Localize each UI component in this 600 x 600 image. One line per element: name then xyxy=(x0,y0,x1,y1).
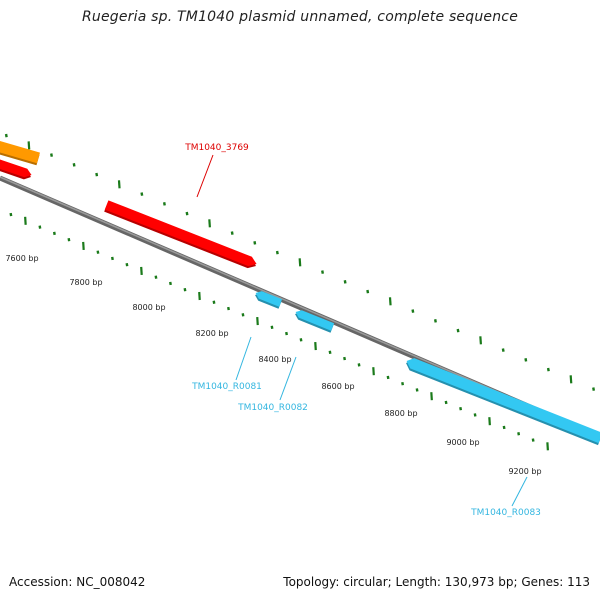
inner-tick xyxy=(241,313,245,317)
tick-label: 9000 bp xyxy=(446,438,479,447)
outer-tick xyxy=(162,202,166,206)
inner-tick xyxy=(270,325,274,330)
gene-label-leader xyxy=(279,356,297,401)
outer-tick xyxy=(569,375,573,384)
outer-tick xyxy=(72,163,76,167)
inner-tick xyxy=(357,363,361,367)
inner-tick xyxy=(386,375,390,380)
inner-tick xyxy=(517,432,521,436)
inner-tick xyxy=(154,275,158,279)
inner-tick xyxy=(343,356,346,361)
gene-label[interactable]: TM1040_R0081 xyxy=(191,382,262,392)
inner-tick xyxy=(473,413,477,417)
outer-tick xyxy=(27,141,31,150)
outer-tick xyxy=(117,180,121,189)
gene-label-leader xyxy=(196,154,214,198)
inner-tick xyxy=(52,231,56,236)
accession-text: Accession: NC_008042 xyxy=(9,575,146,589)
outer-tick xyxy=(343,280,347,284)
outer-tick xyxy=(546,367,550,372)
gene-label-leader xyxy=(235,336,252,381)
outer-tick xyxy=(524,358,528,362)
tick-label: 8400 bp xyxy=(258,355,291,364)
outer-tick-track xyxy=(4,133,596,391)
tick-label-track: 7600 bp 7800 bp 8000 bp 8200 bp 8400 bp 8600 … xyxy=(5,254,541,476)
inner-tick xyxy=(444,400,448,405)
outer-tick xyxy=(411,309,415,313)
inner-tick xyxy=(169,281,172,286)
outer-tick xyxy=(4,133,8,138)
inner-tick xyxy=(183,288,187,292)
gene-label[interactable]: TM1040_R0082 xyxy=(237,403,308,413)
tick-label: 8000 bp xyxy=(132,303,165,312)
outer-tick xyxy=(95,172,99,177)
inner-tick xyxy=(546,442,549,451)
inner-tick xyxy=(38,225,42,229)
tick-label: 9200 bp xyxy=(508,467,541,476)
outer-tick xyxy=(230,231,234,235)
outer-tick xyxy=(592,387,596,391)
tick-label: 8800 bp xyxy=(384,409,417,418)
outer-tick xyxy=(50,153,53,157)
inner-tick xyxy=(502,425,506,430)
inner-tick xyxy=(415,388,419,392)
outer-tick xyxy=(366,289,370,294)
outer-tick xyxy=(298,258,302,267)
inner-tick xyxy=(125,262,129,267)
inner-tick xyxy=(256,316,259,326)
topology-text: Topology: circular; Length: 130,973 bp; … xyxy=(283,575,590,589)
gene-track xyxy=(0,139,600,446)
page-title: Ruegeria sp. TM1040 plasmid unnamed, com… xyxy=(81,9,519,25)
inner-tick xyxy=(459,407,463,411)
inner-tick xyxy=(9,212,13,217)
inner-tick xyxy=(140,266,143,276)
outer-tick xyxy=(140,192,144,196)
inner-tick xyxy=(314,342,317,351)
inner-tick xyxy=(488,417,491,426)
outer-tick xyxy=(388,297,392,306)
outer-tick xyxy=(185,211,189,216)
gene-label-track: TM1040_3769TM1040_R0081TM1040_R0082TM104… xyxy=(184,143,541,518)
gene-arrow[interactable] xyxy=(406,358,600,446)
inner-tick-track xyxy=(9,212,549,451)
inner-tick xyxy=(285,331,288,336)
tick-label: 8200 bp xyxy=(195,329,228,338)
gene-arrow[interactable] xyxy=(295,310,335,333)
gene-arrow[interactable] xyxy=(0,139,40,166)
inner-tick xyxy=(111,256,114,261)
outer-tick xyxy=(501,348,505,352)
gene-arrow[interactable] xyxy=(255,291,283,309)
gene-label-leader xyxy=(511,476,528,507)
outer-tick xyxy=(479,336,482,345)
outer-tick xyxy=(208,219,211,228)
outer-tick xyxy=(253,241,257,245)
tick-label: 7600 bp xyxy=(5,254,38,263)
inner-tick xyxy=(372,367,375,376)
gene-arrow[interactable] xyxy=(104,200,257,269)
inner-tick xyxy=(24,216,27,225)
inner-tick xyxy=(299,338,303,342)
outer-tick xyxy=(275,250,279,255)
gene-arrow[interactable] xyxy=(0,157,32,180)
inner-tick xyxy=(96,250,100,254)
inner-tick xyxy=(328,350,332,355)
gene-label[interactable]: TM1040_3769 xyxy=(184,143,249,153)
inner-tick xyxy=(198,291,201,301)
tick-label: 7800 bp xyxy=(69,278,102,287)
inner-tick xyxy=(430,392,433,401)
inner-tick xyxy=(67,237,71,242)
inner-tick xyxy=(401,381,404,386)
inner-tick xyxy=(82,241,85,250)
outer-tick xyxy=(321,270,324,274)
inner-tick xyxy=(227,306,230,311)
tick-label: 8600 bp xyxy=(321,382,354,391)
outer-tick xyxy=(433,319,437,323)
inner-tick xyxy=(212,300,216,304)
inner-tick xyxy=(531,438,535,442)
outer-tick xyxy=(456,328,460,333)
gene-label[interactable]: TM1040_R0083 xyxy=(470,508,541,518)
